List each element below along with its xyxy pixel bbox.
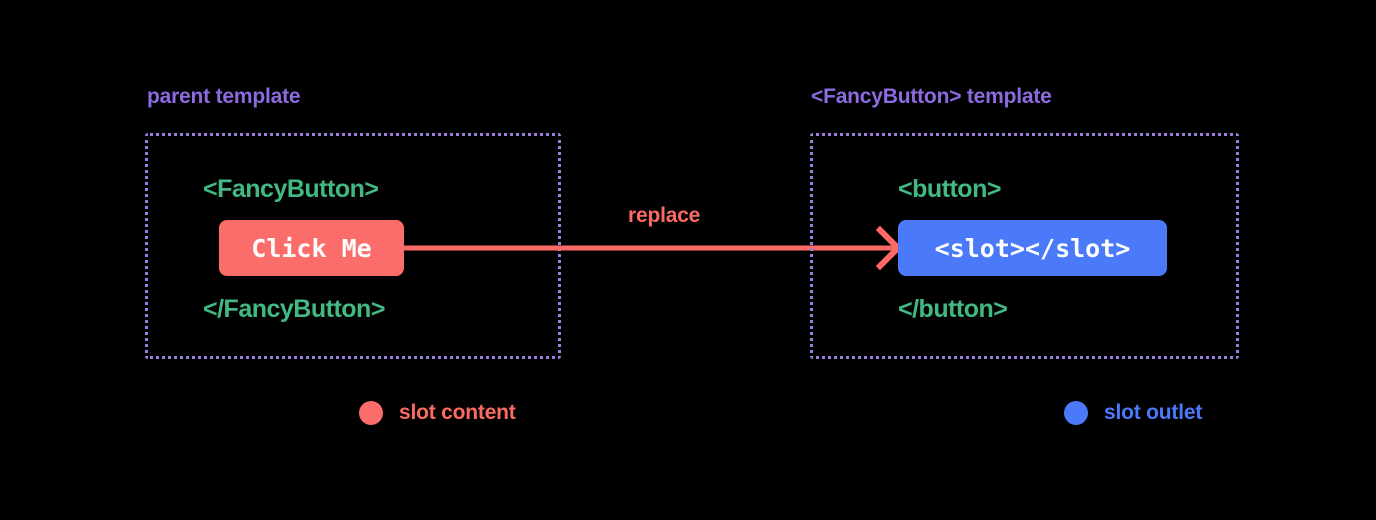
replace-label: replace: [628, 204, 701, 227]
legend-dot-icon-slot-content: [359, 401, 383, 425]
fancybutton-template-box: [810, 133, 1239, 359]
legend-item-slot-outlet: slot outlet: [1064, 401, 1202, 425]
slot-content-pill[interactable]: Click Me: [219, 220, 404, 276]
legend-label-slot-outlet: slot outlet: [1104, 401, 1203, 424]
parent-open-tag: <FancyButton>: [203, 175, 379, 203]
slot-outlet-pill[interactable]: <slot></slot>: [898, 220, 1167, 276]
fancybutton-template-label: <FancyButton> template: [811, 85, 1052, 108]
legend-item-slot-content: slot content: [359, 401, 516, 425]
legend-label-slot-content: slot content: [399, 401, 516, 424]
legend-dot-icon-slot-outlet: [1064, 401, 1088, 425]
parent-close-tag: </FancyButton>: [203, 295, 385, 323]
button-open-tag: <button>: [898, 175, 1001, 203]
button-close-tag: </button>: [898, 295, 1008, 323]
parent-template-label: parent template: [147, 85, 301, 108]
